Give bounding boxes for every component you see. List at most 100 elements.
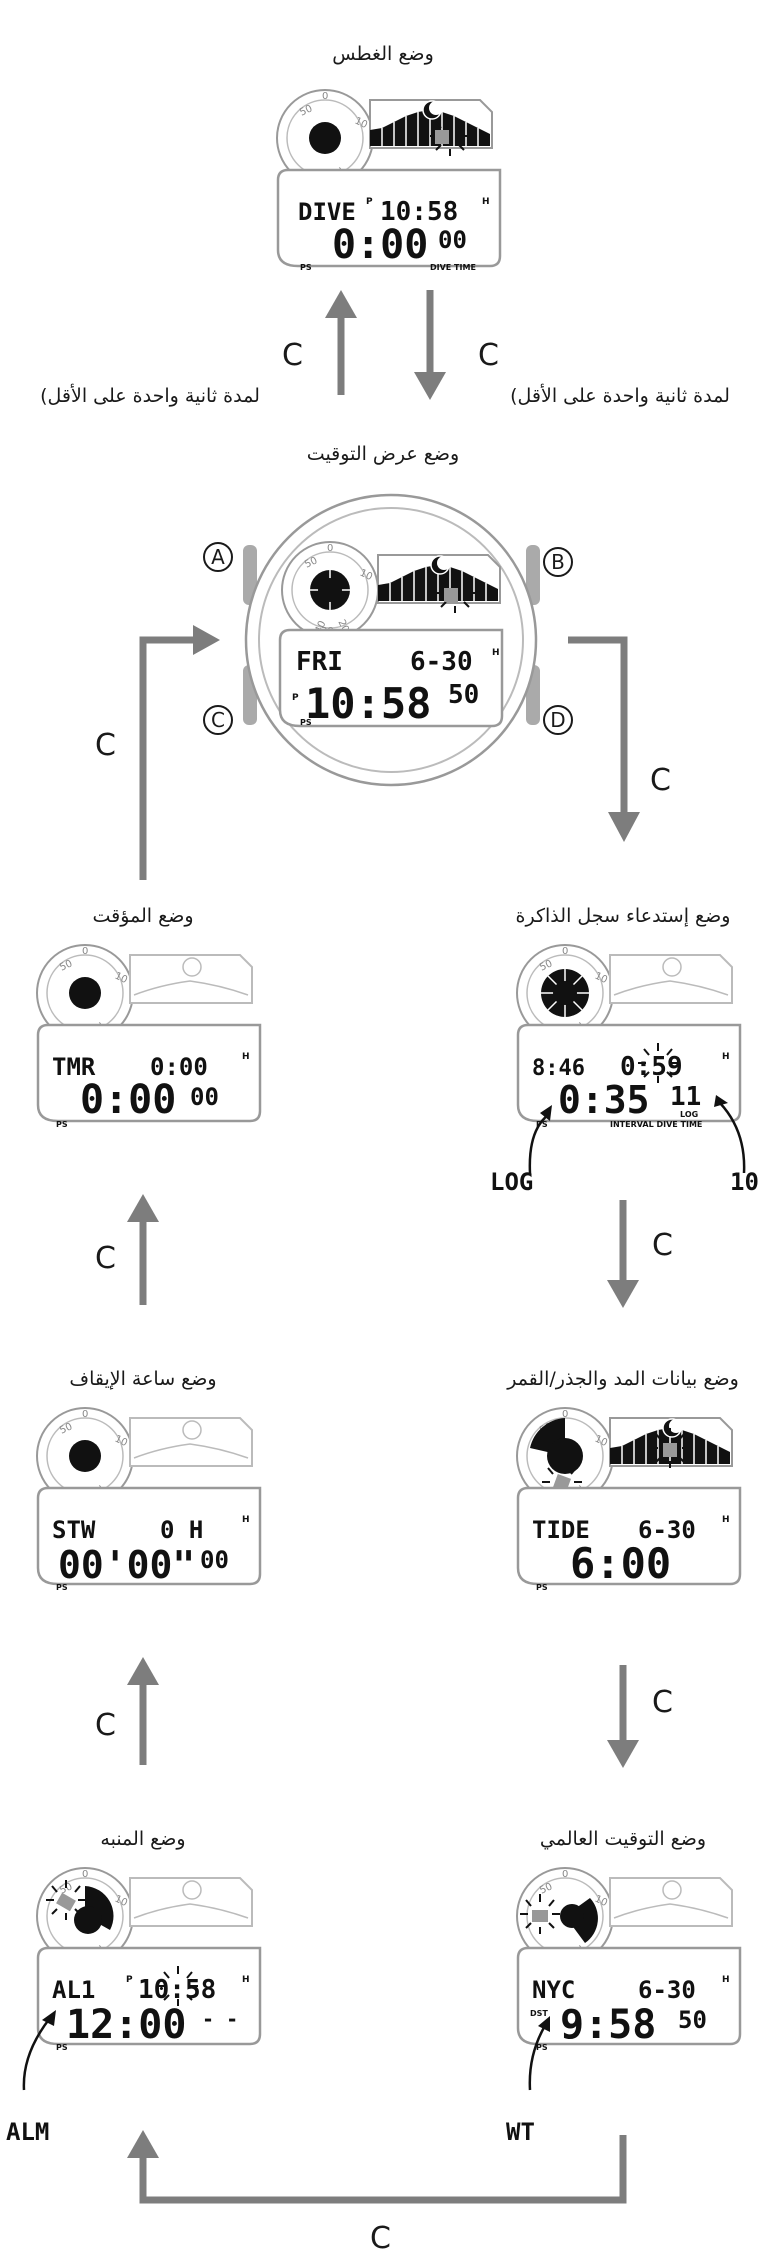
- alm-callout: ALM: [6, 2118, 49, 2146]
- tide-big-time: 6:00: [570, 1539, 671, 1588]
- c-label-wt-to-alm: C: [370, 2221, 391, 2256]
- wt-big-time: 9:58: [560, 2002, 656, 2048]
- stopwatch-mode-label: وضع ساعة الإيقاف: [69, 1368, 216, 1390]
- log-tag: LOG: [680, 1110, 698, 1119]
- c-label-tk-to-log: C: [650, 763, 671, 798]
- worldtime-mode-watch: NYC 6-30 H DST 9:58 50 PS: [516, 1867, 742, 2091]
- alm-p: P: [126, 1975, 133, 1985]
- dive-mode-label: وضع الغطس: [332, 43, 434, 65]
- hold-note-right: (لمدة ثانية واحدة على الأقل: [510, 384, 730, 407]
- timer-big-time: 0:00: [80, 1077, 176, 1123]
- stopwatch-mode-watch: STW 0 H H 00'00" 00 PS: [36, 1407, 262, 1592]
- log-callout-right: 10: [730, 1168, 759, 1196]
- tide-h: H: [722, 1515, 730, 1525]
- timer-mode-watch: TMR 0:00 H 0:00 00 PS: [36, 944, 262, 1129]
- alarm-mode-watch: AL1 P 10:58 H 12:00 - - PS: [22, 1867, 262, 2091]
- button-c-label: C: [211, 708, 225, 732]
- alm-h: H: [242, 1975, 250, 1985]
- dive-small-seconds: 00: [438, 226, 467, 254]
- log-left-time: 8:46: [532, 1056, 585, 1081]
- tk-ps: PS: [300, 718, 312, 727]
- wt-seconds: 50: [678, 2006, 707, 2034]
- tide-label-text: TIDE: [532, 1516, 590, 1544]
- alm-ps: PS: [56, 2043, 68, 2052]
- dive-flash-time: 10:58: [380, 197, 458, 227]
- log-h: H: [722, 1052, 730, 1062]
- c-label-log-to-tide: C: [652, 1228, 673, 1263]
- stw-big-time: 00'00": [58, 1543, 195, 1587]
- arrowhead-down: [414, 372, 446, 400]
- c-label-left: C: [282, 338, 303, 373]
- stw-ps: PS: [56, 1583, 68, 1592]
- c-label-alm-to-stw: C: [95, 1708, 116, 1743]
- tk-big-time: 10:58: [305, 679, 431, 728]
- dive-h-indicator: H: [482, 197, 490, 207]
- alarm-mode-label: وضع المنبه: [100, 1828, 185, 1850]
- tk-seconds: 50: [448, 680, 479, 710]
- dive-footer: DIVE TIME: [430, 263, 476, 272]
- timekeeping-mode-label: وضع عرض التوقيت: [307, 443, 459, 465]
- timer-h: H: [242, 1052, 250, 1062]
- timekeeping-watch: FRI 6-30 H P 10:58 50 PS A B C D: [203, 493, 573, 787]
- c-label-stw-to-timer: C: [95, 1241, 116, 1276]
- tk-h: H: [492, 648, 500, 658]
- stw-small: 00: [200, 1546, 229, 1574]
- stw-label-text: STW: [52, 1516, 96, 1544]
- tk-p: P: [292, 693, 299, 703]
- tide-ps: PS: [536, 1583, 548, 1592]
- c-label-timer-to-tk: C: [95, 728, 116, 763]
- log-small-number: 11: [670, 1082, 701, 1112]
- dive-ps: PS: [300, 263, 312, 272]
- log-mode-label: وضع إستدعاء سجل الذاكرة: [516, 905, 731, 928]
- timer-mode-label: وضع المؤقت: [92, 905, 193, 927]
- wt-dst: DST: [530, 2009, 548, 2018]
- stw-h: H: [242, 1515, 250, 1525]
- arrowhead-tide-to-wt: [607, 1740, 639, 1768]
- wt-date: 6-30: [638, 1976, 696, 2004]
- dive-mode-watch: DIVE P 10:58 H 0:00 00 PS DIVE TIME: [276, 89, 502, 272]
- alm-small: - -: [202, 2007, 238, 2031]
- dive-p-indicator: P: [366, 197, 373, 207]
- arrowhead-up: [325, 290, 357, 318]
- arrow-wt-to-alm: [139, 2135, 627, 2204]
- dive-lcd-line1: DIVE: [298, 198, 356, 226]
- c-label-right: C: [478, 338, 499, 373]
- alm-label-text: AL1: [52, 1976, 95, 2004]
- arrowhead-stw-to-timer: [127, 1194, 159, 1222]
- tide-date: 6-30: [638, 1516, 696, 1544]
- log-footer: INTERVAL DIVE TIME: [610, 1120, 702, 1129]
- arrow-tk-to-log: [568, 636, 628, 820]
- tk-date: 6-30: [410, 647, 473, 677]
- wt-callout: WT: [506, 2118, 535, 2146]
- timer-label-text: TMR: [52, 1053, 96, 1081]
- wt-ps: PS: [536, 2043, 548, 2052]
- arrowhead-wt-to-alm: [127, 2130, 159, 2158]
- arrowhead-alm-to-stw: [127, 1657, 159, 1685]
- wt-h: H: [722, 1975, 730, 1985]
- alm-big-time: 12:00: [66, 2002, 186, 2048]
- timer-small: 00: [190, 1083, 219, 1111]
- arrow-timer-to-tk: [139, 636, 200, 880]
- button-b-label: B: [551, 550, 565, 574]
- arrowhead-log-to-tide: [607, 1280, 639, 1308]
- tk-day: FRI: [296, 647, 343, 677]
- timer-ps: PS: [56, 1120, 68, 1129]
- timer-top-time: 0:00: [150, 1053, 208, 1081]
- worldtime-mode-label: وضع التوقيت العالمي: [540, 1828, 706, 1850]
- tide-mode-watch: TIDE 6-30 H 6:00 PS: [516, 1407, 742, 1592]
- log-ps: PS: [536, 1120, 548, 1129]
- log-flash-time: 0:59: [620, 1052, 683, 1082]
- dive-big-time: 0:00: [332, 222, 428, 268]
- stw-lap: 0 H: [160, 1516, 203, 1544]
- alm-flash-time: 10:58: [138, 1975, 216, 2005]
- wt-city: NYC: [532, 1976, 575, 2004]
- button-d-label: D: [550, 708, 565, 732]
- log-callout-left: LOG: [490, 1168, 533, 1196]
- log-mode-watch: 8:46 0:59 H 0:35 11 LOG PS INTERVAL DIVE…: [516, 944, 746, 1174]
- tide-mode-label: وضع بيانات المد والجذر/القمر: [506, 1368, 739, 1390]
- arrowhead-tk-to-log: [608, 812, 640, 842]
- hold-note-left: (لمدة ثانية واحدة على الأقل: [40, 384, 260, 407]
- button-a-label: A: [211, 545, 225, 569]
- c-label-tide-to-wt: C: [652, 1685, 673, 1720]
